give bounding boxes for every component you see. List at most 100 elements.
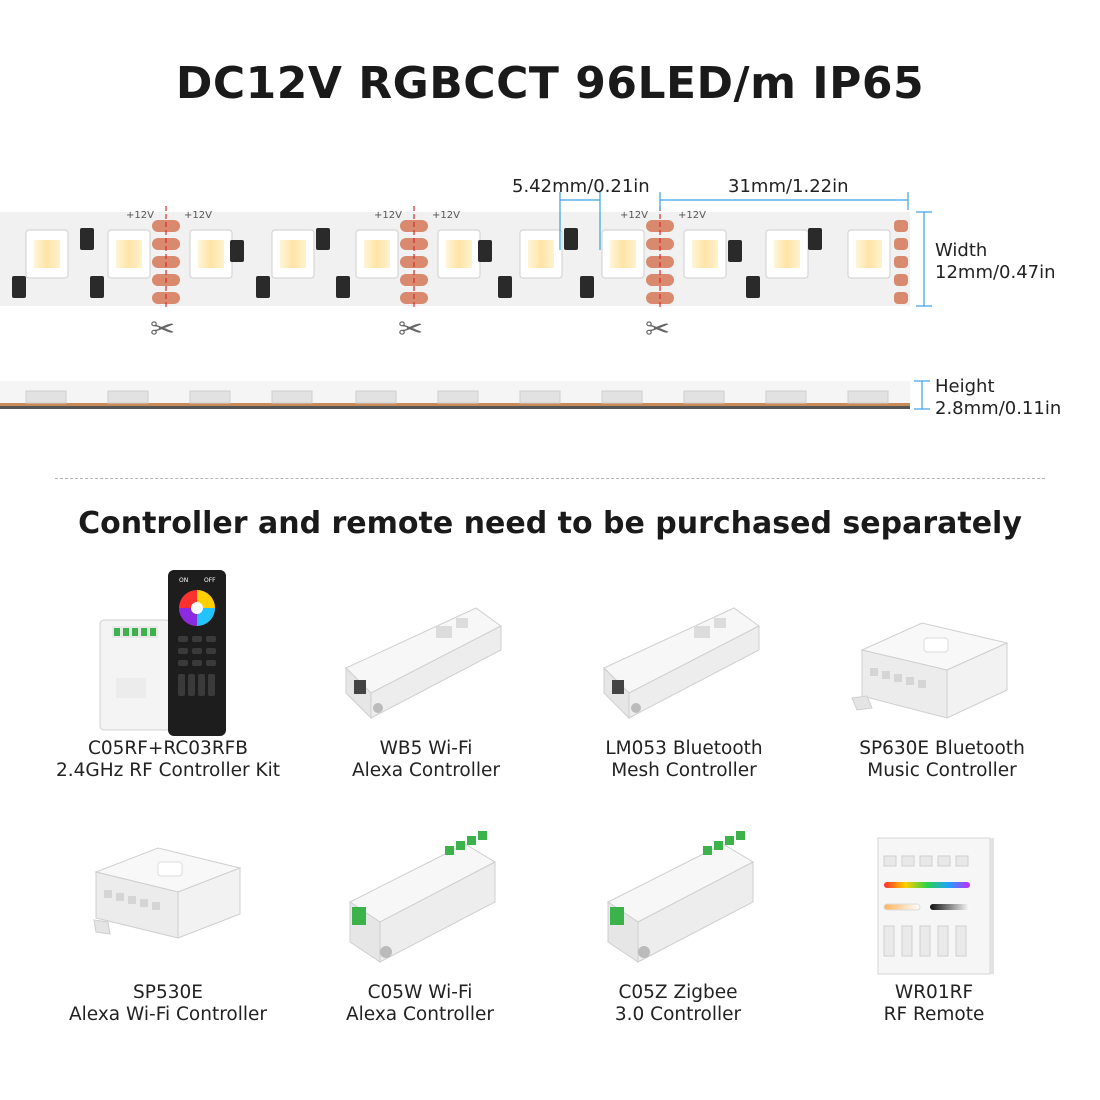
- resistor: [230, 240, 244, 262]
- copper-pad: [894, 220, 908, 232]
- product-card[interactable]: C05Z Zigbee 3.0 Controller: [548, 812, 808, 1026]
- remote-off-label: OFF: [204, 577, 216, 584]
- product-name-3: LM053 Bluetooth: [605, 738, 763, 759]
- led-chip-lens: [34, 240, 60, 268]
- height-value: 2.8mm/0.11in: [935, 398, 1062, 419]
- product-image-wb5: [296, 568, 556, 738]
- led-chip-lens: [116, 240, 142, 268]
- led-chip-lens: [692, 240, 718, 268]
- width-label: Width 12mm/0.47in: [935, 240, 1056, 284]
- led-chip-lens: [528, 240, 554, 268]
- scissors-icon: ✂: [150, 312, 176, 347]
- resistor: [256, 276, 270, 298]
- led-chip-side: [25, 390, 67, 404]
- product-desc-3: Mesh Controller: [611, 760, 757, 781]
- resistor: [564, 228, 578, 250]
- product-image-sp630e: [812, 568, 1072, 738]
- dimension-lines: [559, 192, 932, 307]
- copper-pad: [894, 274, 908, 286]
- height-title: Height: [935, 376, 995, 397]
- led-chip-side: [601, 390, 643, 404]
- product-name-8: WR01RF: [894, 982, 974, 1003]
- resistor: [478, 240, 492, 262]
- height-label: Height 2.8mm/0.11in: [935, 376, 1061, 420]
- led-strip-side-view: [0, 380, 930, 410]
- product-card[interactable]: WR01RF RF Remote: [804, 812, 1064, 1026]
- led-chip-lens: [198, 240, 224, 268]
- led-chip-side: [847, 390, 889, 404]
- copper-pad: [894, 238, 908, 250]
- copper-pad: [894, 256, 908, 268]
- product-name-4: SP630E Bluetooth: [859, 738, 1025, 759]
- led-chip-side: [189, 390, 231, 404]
- pad-spacing-label: 5.42mm/0.21in: [512, 176, 650, 197]
- page-title: DC12V RGBCCT 96LED/m IP65: [175, 58, 925, 109]
- led-chip-lens: [856, 240, 882, 268]
- product-card[interactable]: SP530E Alexa Wi-Fi Controller: [38, 812, 298, 1026]
- product-card[interactable]: WB5 Wi-Fi Alexa Controller: [296, 568, 556, 782]
- led-chip-side: [765, 390, 807, 404]
- scissors-icon: ✂: [645, 312, 671, 347]
- product-desc-4: Music Controller: [867, 760, 1017, 781]
- product-name-2: WB5 Wi-Fi: [379, 738, 473, 759]
- cut-spacing-label: 31mm/1.22in: [728, 176, 849, 197]
- scissors-icon: ✂: [398, 312, 424, 347]
- product-image-lm053: [554, 568, 814, 738]
- pad-voltage-label: +12V: [184, 210, 212, 221]
- product-desc-5: Alexa Wi-Fi Controller: [68, 1004, 268, 1025]
- led-chip-lens: [364, 240, 390, 268]
- product-desc-7: 3.0 Controller: [614, 1004, 742, 1025]
- copper-pad: [400, 238, 428, 250]
- product-image-c05rf-kit: ON OFF: [38, 568, 298, 738]
- resistor: [498, 276, 512, 298]
- resistor: [728, 240, 742, 262]
- product-card[interactable]: C05W Wi-Fi Alexa Controller: [290, 812, 550, 1026]
- product-desc-8: RF Remote: [883, 1004, 985, 1025]
- pad-voltage-label: +12V: [620, 210, 648, 221]
- pad-voltage-label: +12V: [374, 210, 402, 221]
- pad-voltage-label: +12V: [678, 210, 706, 221]
- product-desc-1: 2.4GHz RF Controller Kit: [55, 760, 281, 781]
- led-strip-top-view: +12V +12V +12V +12V +12V +12V: [0, 192, 932, 310]
- product-name-6: C05W Wi-Fi: [367, 982, 473, 1003]
- section-title: Controller and remote need to be purchas…: [78, 506, 1022, 541]
- led-chip-side: [271, 390, 313, 404]
- pad-voltage-label: +12V: [126, 210, 154, 221]
- resistor: [580, 276, 594, 298]
- resistor: [12, 276, 26, 298]
- copper-pad: [646, 238, 674, 250]
- color-wheel-icon: [179, 590, 215, 626]
- pad-voltage-label: +12V: [432, 210, 460, 221]
- product-name-7: C05Z Zigbee: [618, 982, 738, 1003]
- product-card[interactable]: ON OFF C05RF+RC03RFB 2.4GHz RF Controlle…: [38, 568, 298, 782]
- remote-on-label: ON: [179, 577, 188, 584]
- product-image-c05z: [548, 812, 808, 982]
- product-image-sp530e: [38, 812, 298, 982]
- led-chip-lens: [610, 240, 636, 268]
- resistor: [316, 228, 330, 250]
- resistor: [808, 228, 822, 250]
- led-chip-side: [683, 390, 725, 404]
- led-chip-lens: [774, 240, 800, 268]
- resistor: [336, 276, 350, 298]
- product-image-c05w: [290, 812, 550, 982]
- copper-pad: [894, 292, 908, 304]
- copper-pad: [152, 238, 180, 250]
- product-desc-2: Alexa Controller: [351, 760, 501, 781]
- section-divider: [55, 478, 1045, 479]
- led-chip-side: [437, 390, 479, 404]
- width-title: Width: [935, 240, 988, 261]
- product-image-wr01rf: [804, 812, 1064, 982]
- led-chip-lens: [280, 240, 306, 268]
- resistor: [80, 228, 94, 250]
- led-chip-side: [107, 390, 149, 404]
- led-chip-side: [355, 390, 397, 404]
- product-desc-6: Alexa Controller: [345, 1004, 495, 1025]
- product-card[interactable]: LM053 Bluetooth Mesh Controller: [554, 568, 814, 782]
- product-name-5: SP530E: [133, 982, 203, 1003]
- product-name-1: C05RF+RC03RFB: [87, 738, 249, 759]
- resistor: [746, 276, 760, 298]
- led-chip-side: [519, 390, 561, 404]
- product-card[interactable]: SP630E Bluetooth Music Controller: [812, 568, 1072, 782]
- resistor: [90, 276, 104, 298]
